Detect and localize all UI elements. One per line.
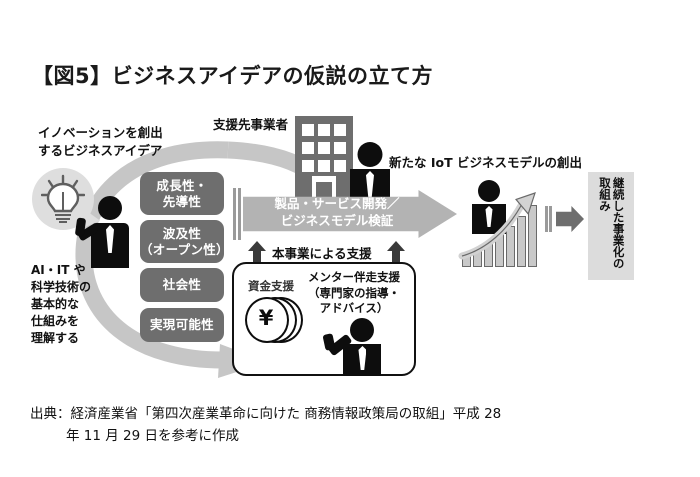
outcome-panel: 継続した事業化の取組み <box>588 172 634 280</box>
criteria-box-spread: 波及性 （オープン性） <box>140 220 229 263</box>
lightbulb-icon <box>41 174 85 223</box>
mentor-person-icon <box>322 318 386 376</box>
understand-basics-label: AI・IT や 科学技術の 基本的な 仕組みを 理解する <box>31 263 92 346</box>
criteria-box-social: 社会性 <box>140 268 224 302</box>
transition-arrow-icon <box>556 206 584 232</box>
support-caption: 本事業による支援 <box>272 246 372 261</box>
transition-bars <box>545 206 555 232</box>
criteria-box-feasibility: 実現可能性 <box>140 308 224 342</box>
innovation-idea-label: イノベーションを創出 するビジネスアイデア <box>38 125 163 159</box>
office-building-icon <box>295 116 353 198</box>
source-line-2: 年 11 月 29 日を参考に作成 <box>66 427 240 444</box>
source-line-1: 出典：経済産業省「第四次産業革命に向けた 商務情報政策局の取組」平成 28 <box>30 406 502 422</box>
person-icon <box>74 196 138 268</box>
funding-support-label: 資金支援 <box>248 279 294 293</box>
outcome-label: 継続した事業化の取組み <box>598 177 626 269</box>
product-development-label: 製品・サービス開発／ ビジネスモデル検証 <box>274 196 400 228</box>
growth-bar-chart-icon <box>462 205 540 267</box>
curved-growth-arrow-icon <box>458 192 536 260</box>
target-business-label: 支援先事業者 <box>213 117 289 132</box>
source-note: 出典：経済産業省「第四次産業革命に向けた 商務情報政策局の取組」平成 28 年 … <box>30 404 680 447</box>
yen-coin-icon: ¥ <box>245 297 303 343</box>
criteria-box-growth: 成長性・ 先導性 <box>140 172 224 215</box>
page-title: 【図5】ビジネスアイデアの仮説の立て方 <box>32 64 434 88</box>
right-arrow-icon <box>243 190 457 238</box>
mentor-support-label: メンター伴走支援 （専門家の指導・ アドバイス） <box>308 270 400 316</box>
band-left-bars <box>233 188 243 240</box>
iot-business-model-label: 新たな IoT ビジネスモデルの創出 <box>389 155 582 170</box>
yen-symbol: ¥ <box>258 306 274 330</box>
